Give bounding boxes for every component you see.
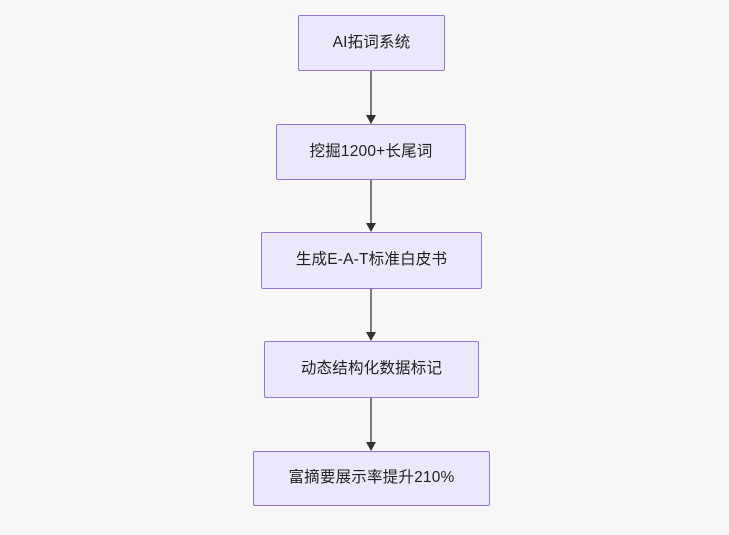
flowchart-node-3-label: 生成E-A-T标准白皮书	[295, 251, 448, 269]
flowchart-edge-2	[362, 180, 380, 232]
flowchart-edge-4	[362, 398, 380, 451]
flowchart-node-4[interactable]: 动态结构化数据标记	[264, 341, 479, 398]
flowchart-node-1[interactable]: AI拓词系统	[298, 15, 445, 71]
arrow-down-icon	[366, 223, 376, 232]
arrow-down-icon	[366, 115, 376, 124]
flowchart-node-5-label: 富摘要展示率提升210%	[288, 469, 455, 487]
flowchart-node-2-label: 挖掘1200+长尾词	[309, 142, 433, 160]
flowchart-node-3[interactable]: 生成E-A-T标准白皮书	[261, 232, 482, 289]
flowchart-edge-3	[362, 289, 380, 341]
arrow-down-icon	[366, 332, 376, 341]
arrow-down-icon	[366, 442, 376, 451]
flowchart-node-5[interactable]: 富摘要展示率提升210%	[253, 451, 490, 506]
flowchart-node-4-label: 动态结构化数据标记	[300, 360, 443, 378]
flowchart-node-1-label: AI拓词系统	[332, 33, 411, 51]
flowchart-node-2[interactable]: 挖掘1200+长尾词	[276, 124, 466, 180]
flowchart-edge-1	[362, 71, 380, 124]
